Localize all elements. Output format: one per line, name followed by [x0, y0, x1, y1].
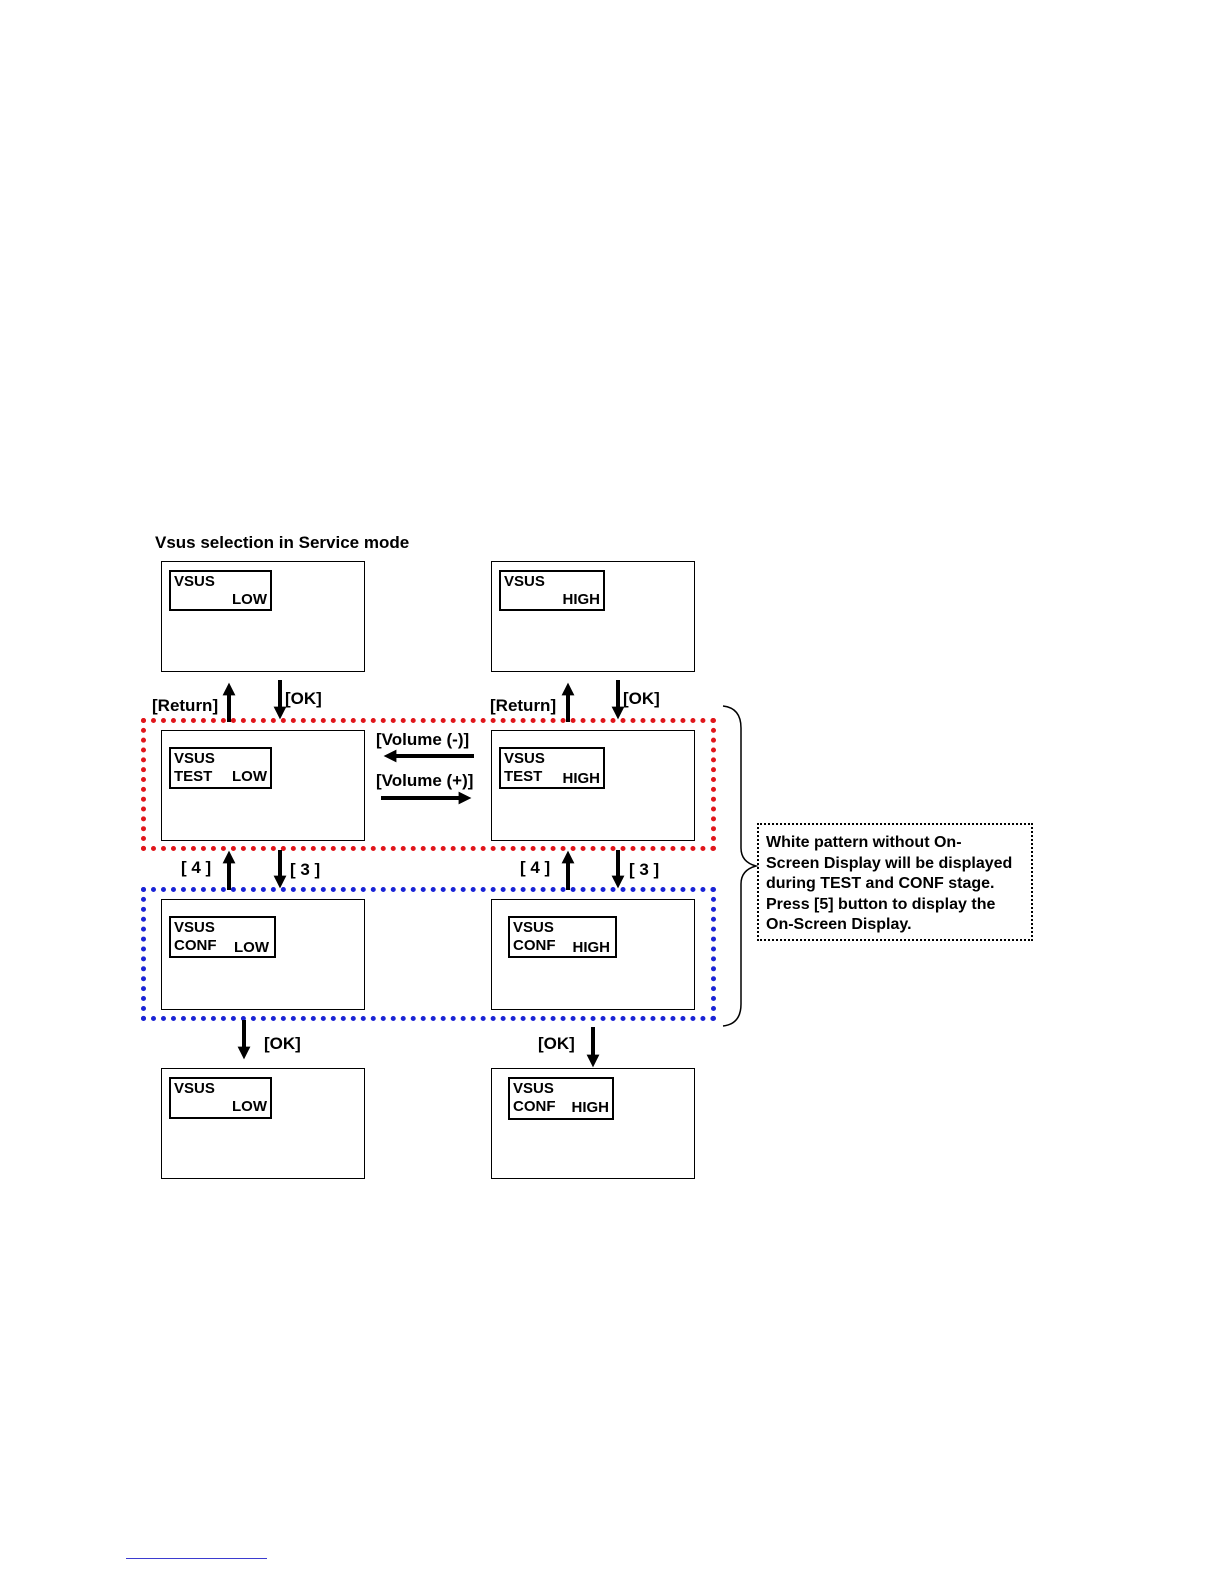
note-line: Screen Display will be displayed [766, 854, 1013, 872]
label-key4-right: [ 4 ] [520, 858, 551, 877]
osd-line2-right: LOW [234, 939, 269, 956]
osd-line2-right: HIGH [562, 591, 601, 608]
osd-line2-right: HIGH [562, 770, 601, 787]
osd-line1: VSUS [504, 573, 545, 590]
osd-line2-left: CONF [513, 937, 556, 954]
label-key3-left: [ 3 ] [290, 860, 321, 879]
label-return-right: [Return] [490, 696, 557, 715]
note-line: White pattern without On- [766, 834, 962, 851]
osd-line1: VSUS [174, 919, 215, 936]
label-key4-left: [ 4 ] [181, 858, 212, 877]
label-volume-plus: [Volume (+)] [376, 771, 474, 790]
screen-test-left: VSUS TEST LOW [161, 730, 365, 841]
osd-line2-right: LOW [232, 768, 267, 785]
curly-brace [722, 705, 759, 1027]
screen-conf-right: VSUS CONF HIGH [491, 899, 695, 1010]
label-return-left: [Return] [152, 696, 219, 715]
label-ok-bottom-right: [OK] [538, 1034, 575, 1053]
note-box: White pattern without On- Screen Display… [757, 823, 1033, 941]
osd-box: VSUS LOW [169, 570, 272, 611]
screen-bottom-right: VSUS CONF HIGH [491, 1068, 695, 1179]
osd-line2-left: CONF [174, 937, 217, 954]
conf-stage-group [141, 887, 716, 1021]
osd-box: VSUS CONF LOW [169, 916, 276, 958]
osd-line1: VSUS [174, 573, 215, 590]
osd-line1: VSUS [504, 750, 545, 767]
osd-line2-left: TEST [174, 768, 213, 785]
screen-test-right: VSUS TEST HIGH [491, 730, 695, 841]
test-stage-group [141, 718, 716, 851]
osd-line2-right: HIGH [572, 939, 611, 956]
osd-box: VSUS LOW [169, 1077, 272, 1119]
label-key3-right: [ 3 ] [629, 860, 660, 879]
osd-line1: VSUS [513, 919, 554, 936]
label-ok-top-right: [OK] [623, 689, 660, 708]
osd-line1: VSUS [174, 750, 215, 767]
osd-line2-right: LOW [232, 1098, 267, 1115]
label-volume-minus: [Volume (-)] [376, 730, 470, 749]
osd-line1: VSUS [513, 1080, 554, 1097]
osd-line2-left: CONF [513, 1098, 556, 1115]
screen-top-right: VSUS HIGH [491, 561, 695, 672]
label-ok-top-left: [OK] [285, 689, 322, 708]
osd-line2-right: LOW [232, 591, 267, 608]
osd-box: VSUS CONF HIGH [508, 1077, 614, 1120]
diagram-title: Vsus selection in Service mode [155, 533, 410, 552]
osd-box: VSUS CONF HIGH [508, 916, 617, 958]
footer-divider [126, 1558, 267, 1559]
label-ok-bottom-left: [OK] [264, 1034, 301, 1053]
osd-box: VSUS TEST HIGH [499, 747, 605, 789]
osd-box: VSUS TEST LOW [169, 747, 272, 789]
osd-line2-right: HIGH [571, 1099, 610, 1116]
note-line: during TEST and CONF stage. [766, 875, 995, 893]
screen-conf-left: VSUS CONF LOW [161, 899, 365, 1010]
osd-line2-left: TEST [504, 768, 543, 785]
osd-box: VSUS HIGH [499, 570, 605, 611]
note-line: On-Screen Display. [766, 916, 912, 934]
screen-top-left: VSUS LOW [161, 561, 365, 672]
osd-line1: VSUS [174, 1080, 215, 1097]
screen-bottom-left: VSUS LOW [161, 1068, 365, 1179]
note-line: Press [5] button to display the [766, 895, 996, 913]
